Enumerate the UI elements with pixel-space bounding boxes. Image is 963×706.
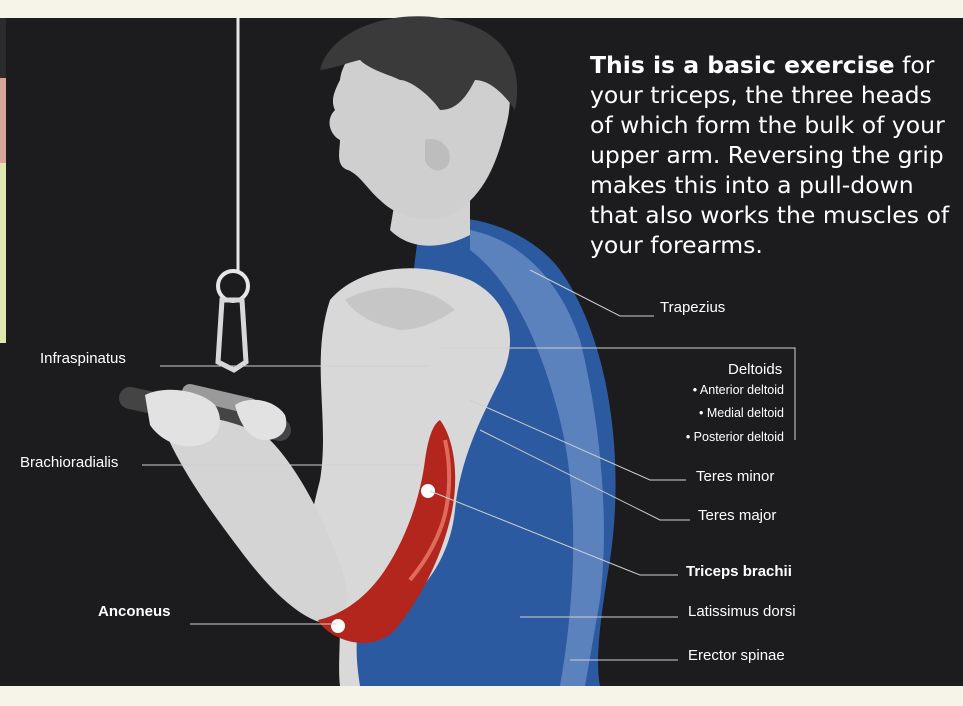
triceps-marker	[421, 484, 435, 498]
cable-clip	[218, 300, 246, 370]
label-teres-major: Teres major	[698, 507, 776, 524]
forearm	[160, 416, 347, 625]
label-triceps-brachii: Triceps brachii	[686, 563, 792, 580]
label-medial-deltoid: • Medial deltoid	[652, 406, 784, 420]
label-infraspinatus: Infraspinatus	[40, 350, 126, 367]
label-trapezius: Trapezius	[660, 299, 725, 316]
label-deltoids: Deltoids	[728, 361, 782, 378]
label-anterior-deltoid: • Anterior deltoid	[652, 383, 784, 397]
label-anconeus: Anconeus	[98, 603, 171, 620]
intro-text: This is a basic exercise for your tricep…	[590, 50, 960, 260]
cable-ring	[218, 271, 248, 301]
label-brachioradialis: Brachioradialis	[20, 454, 118, 471]
label-posterior-deltoid: • Posterior deltoid	[652, 430, 784, 444]
label-teres-minor: Teres minor	[696, 468, 774, 485]
intro-lead: This is a basic exercise	[590, 51, 895, 79]
label-latissimus-dorsi: Latissimus dorsi	[688, 603, 796, 620]
label-erector-spinae: Erector spinae	[688, 647, 785, 664]
anconeus-marker	[331, 619, 345, 633]
intro-body: for your triceps, the three heads of whi…	[590, 51, 949, 259]
